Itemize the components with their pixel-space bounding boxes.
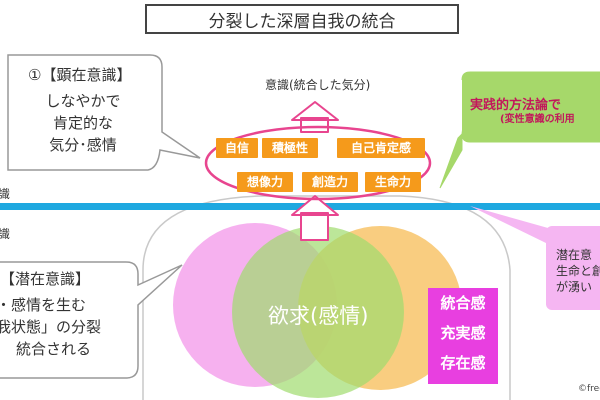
integrated-consciousness-label: 意識(統合した気分)	[265, 78, 371, 92]
result-fulfillment: 充実感	[440, 324, 486, 342]
subconscious-callout-title: 【潜在意識】	[0, 270, 91, 288]
pink-callout-line-1: 潜在意	[556, 248, 593, 262]
pink-callout-line-2: 生命と創	[556, 264, 600, 278]
subconscious-callout-bubble	[0, 261, 183, 379]
subconscious-dome	[142, 195, 511, 400]
green-callout-title: 実践的方法論で	[470, 98, 562, 113]
subconscious-callout-text: ・感情を生む 我状態」の分裂 統合される	[0, 296, 102, 358]
chip-creativity: 創造力	[302, 172, 358, 192]
conscious-callout-bubble	[7, 54, 201, 171]
chip-positivity: 積極性	[262, 138, 318, 158]
green-callout-subtitle: (変性意識の利用	[500, 114, 575, 125]
green-circle	[232, 226, 404, 398]
upward-arrow-bottom	[291, 195, 339, 241]
lower-region-label: 識	[0, 227, 11, 241]
green-callout-body	[462, 72, 600, 142]
pink-callout-line-3: が湧い	[556, 280, 593, 294]
diagram-title: 分裂した深層自我の統合	[145, 4, 459, 34]
conscious-callout-title: ①【顕在意識】	[28, 66, 132, 84]
pink-callout-body	[546, 226, 600, 310]
upper-region-label: 識	[0, 187, 11, 201]
conscious-callout-text: しなやかで 肯定的な 気分･感情	[45, 92, 121, 154]
chip-imagination: 想像力	[237, 172, 293, 192]
integration-result-box: 統合感 充実感 存在感	[428, 288, 498, 384]
consciousness-boundary-line	[0, 203, 600, 210]
chip-vitality: 生命力	[365, 172, 421, 192]
result-integration: 統合感	[440, 294, 486, 312]
chip-group-ellipse	[204, 125, 432, 201]
chip-confidence: 自信	[216, 138, 258, 158]
copyright-text: ©free	[578, 384, 600, 394]
result-presence: 存在感	[440, 354, 486, 372]
desire-emotion-label: 欲求(感情)	[268, 304, 369, 328]
chip-self-esteem: 自己肯定感	[337, 138, 425, 158]
pink-callout-pointer	[470, 206, 548, 244]
